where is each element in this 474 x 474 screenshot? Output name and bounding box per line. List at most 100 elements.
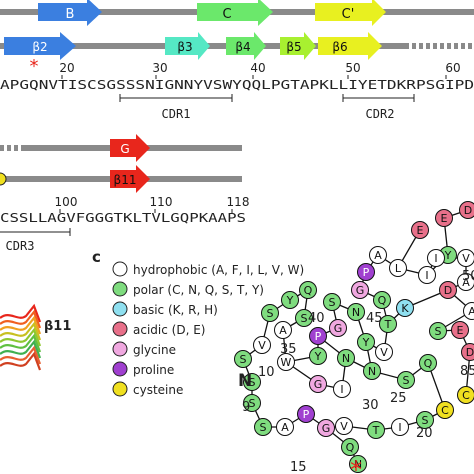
legend-label: proline <box>133 363 174 377</box>
residue-number: 45 <box>366 311 383 326</box>
arrow-label: β4 <box>235 40 250 54</box>
residue-letter: N <box>368 365 376 378</box>
residue-circle <box>295 309 313 327</box>
residue-circle <box>375 343 393 361</box>
legend-label: basic (K, R, H) <box>133 303 218 317</box>
residue-node: A <box>276 418 294 436</box>
residue-letter: Y <box>362 336 370 349</box>
legend-item: cysteine <box>112 381 183 397</box>
residue-circle <box>276 418 294 436</box>
n-terminus-label: N <box>238 371 252 391</box>
residue-node: A <box>274 321 292 339</box>
residue-node: P <box>297 405 315 423</box>
residue-number: 50 <box>462 269 474 284</box>
legend-item: basic (K, R, H) <box>112 301 218 317</box>
residue-letter: S <box>249 376 256 389</box>
residue-circle <box>435 209 453 227</box>
residue-letter: Q <box>378 294 387 307</box>
residue-letter: I <box>434 252 437 265</box>
residue-letter: G <box>314 378 323 391</box>
residue-letter: S <box>267 307 274 320</box>
cdr3-bracket <box>0 228 71 236</box>
residue-circle <box>367 421 385 439</box>
residue-circle <box>349 455 367 473</box>
sequence-mid: CSSLLAGVFGGGTKLTVLGQPKAAPS <box>0 211 246 225</box>
residue-number: 35 <box>280 342 297 357</box>
residue-node: S <box>416 411 434 429</box>
strand-arrow-beta11: β11 <box>110 165 150 193</box>
residue-circle <box>439 281 457 299</box>
residue-number: 9 <box>242 400 250 415</box>
residue-node: G <box>309 375 327 393</box>
strand-trace <box>0 345 42 365</box>
residue-letter: A <box>462 276 470 289</box>
residue-circle <box>389 259 407 277</box>
residue-number: 10 <box>258 365 275 380</box>
residue-letter: P <box>363 266 370 279</box>
residue-node: E <box>435 209 453 227</box>
mutation-asterisk: * <box>30 56 39 77</box>
position-tick: 118 <box>227 195 250 209</box>
residue-circle <box>457 273 474 291</box>
residue-node: Y <box>281 291 299 309</box>
residue-letter: A <box>468 305 474 318</box>
residue-node: N <box>349 455 367 473</box>
residue-letter: N <box>342 352 350 365</box>
arrow-label: C <box>222 7 231 22</box>
mutation-asterisk-network: * <box>350 456 362 474</box>
residue-letter: S <box>435 325 442 338</box>
residue-node: C <box>436 401 454 419</box>
residue-node: S <box>429 322 447 340</box>
residue-circle <box>416 411 434 429</box>
residue-node: I <box>391 418 409 436</box>
residue-node: S <box>234 350 252 368</box>
mid-panel: G β11 100 110 118 CSSLLAGVFGGGTKLTVLGQPK… <box>0 134 249 253</box>
strand-trace <box>0 315 42 335</box>
arrow-label: β11 <box>114 173 137 187</box>
residue-circle <box>335 417 353 435</box>
strand-trace <box>0 321 42 341</box>
position-tick: 30 <box>152 61 167 75</box>
residue-circle <box>329 319 347 337</box>
arrow-label: B <box>66 7 75 22</box>
position-tick: 40 <box>250 61 265 75</box>
residue-circle <box>317 419 335 437</box>
residue-circle <box>363 362 381 380</box>
residue-node: Q <box>373 291 391 309</box>
residue-circle <box>357 263 375 281</box>
residue-node: V <box>335 417 353 435</box>
residue-node: Q <box>341 438 359 456</box>
residue-letter: S <box>249 397 256 410</box>
network-numbers: 910152025303540455085 <box>242 269 474 474</box>
residue-circle <box>274 321 292 339</box>
residue-letter: V <box>380 346 388 359</box>
residue-node: G <box>351 281 369 299</box>
residue-circle <box>457 386 474 404</box>
strand-bundle <box>0 303 42 371</box>
legend-item: proline <box>112 361 174 377</box>
residue-letter: D <box>464 204 472 217</box>
cdr2-bracket <box>342 94 415 102</box>
position-tick: 110 <box>150 195 173 209</box>
residue-number: 85 <box>460 364 474 379</box>
residue-circle <box>253 336 271 354</box>
residue-node: I <box>427 249 445 267</box>
position-tick: 60 <box>445 61 460 75</box>
position-tick: 20 <box>59 61 74 75</box>
legend-panel: c hydrophobic (A, F, I, L, V, W)polar (C… <box>92 248 304 397</box>
residue-letter: V <box>258 339 266 352</box>
strand-arrow-beta3: β3 <box>165 32 210 60</box>
residue-circle <box>309 375 327 393</box>
residue-circle <box>396 299 414 317</box>
strand-trace <box>0 327 42 347</box>
arrow-label: β5 <box>286 40 301 54</box>
strand-arrow-beta4: β4 <box>226 32 266 60</box>
residue-number: 25 <box>390 391 407 406</box>
strand-arrow-c-prime: C' <box>315 0 386 26</box>
legend-label: polar (C, N, Q, S, T, Y) <box>133 283 264 297</box>
residue-circle <box>243 394 261 412</box>
legend-item: polar (C, N, Q, S, T, Y) <box>112 281 264 297</box>
residue-node: G <box>329 319 347 337</box>
residue-node: P <box>309 327 327 345</box>
panel-label-c: c <box>92 248 101 266</box>
